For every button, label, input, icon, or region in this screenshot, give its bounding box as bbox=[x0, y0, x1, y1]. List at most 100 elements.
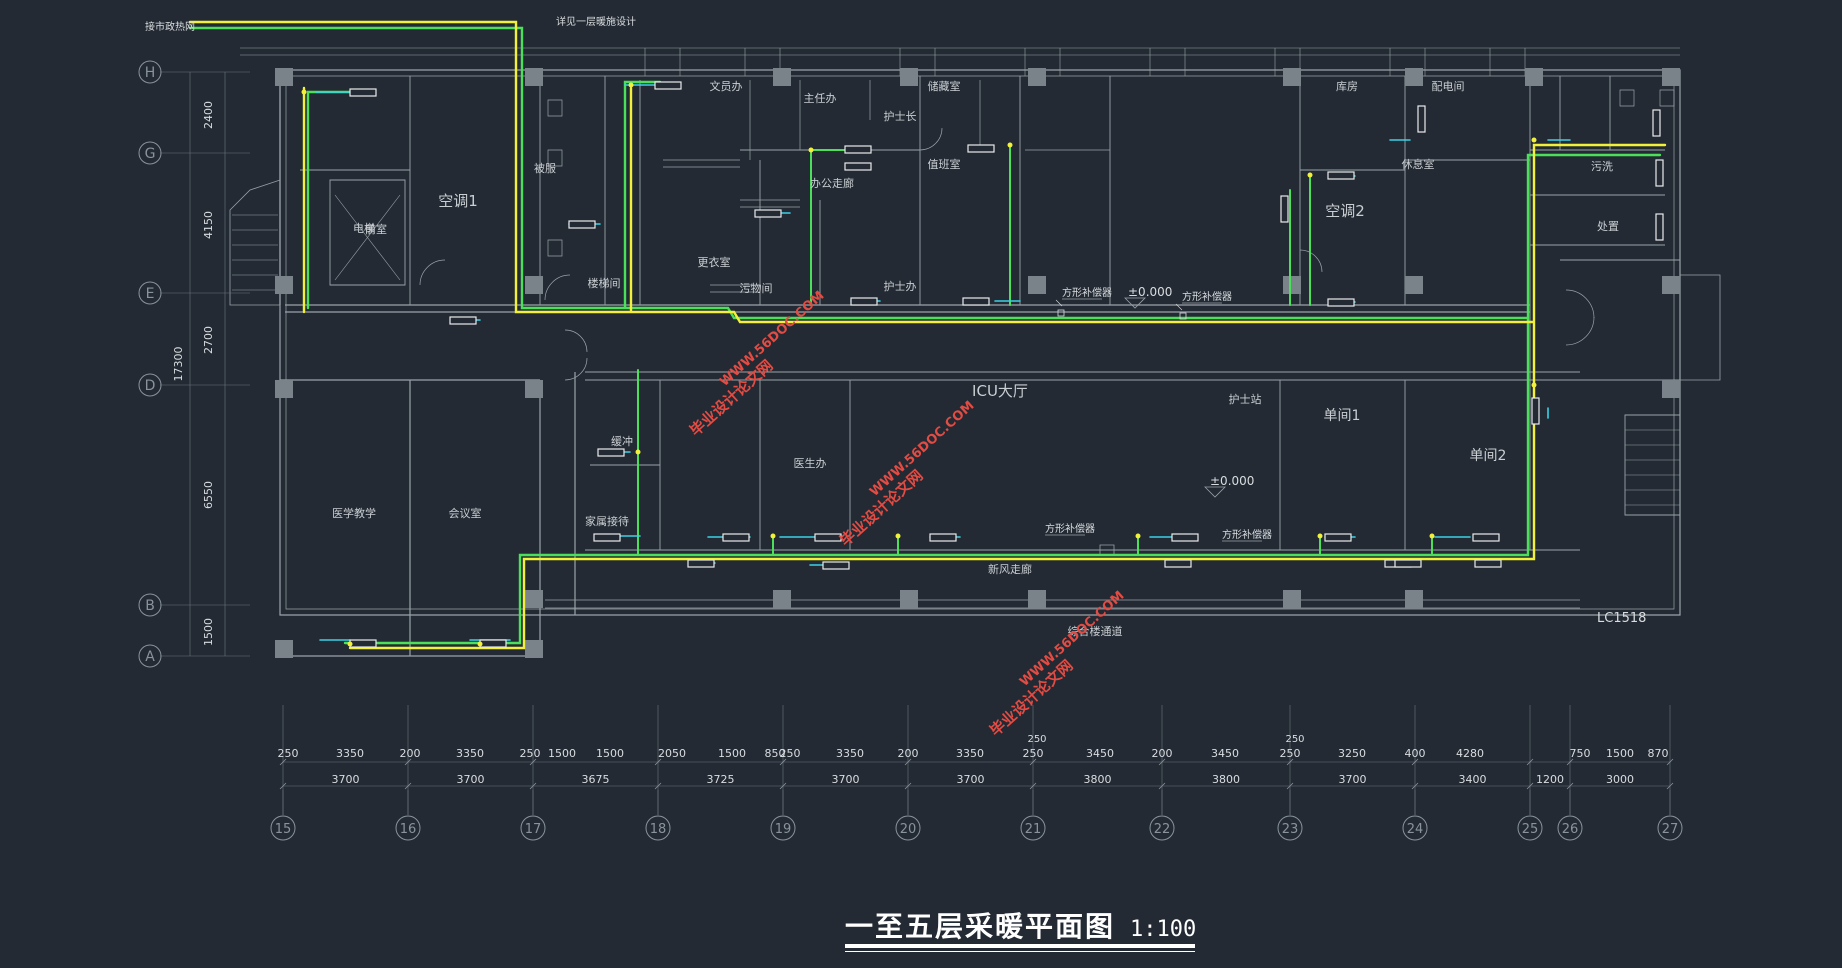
title-underline-thick bbox=[845, 944, 1195, 948]
window-tag: LC1518 bbox=[1597, 611, 1646, 626]
dim-top-value: 2050 bbox=[658, 747, 686, 760]
grid-column-26: 26 bbox=[1557, 790, 1583, 841]
dim-bottom-value: 3675 bbox=[582, 773, 610, 786]
grid-column-label: 20 bbox=[900, 822, 917, 837]
note-municipal-network: 接市政热网 bbox=[145, 20, 195, 33]
dim-top-value: 850 bbox=[765, 747, 786, 760]
grid-column-label: 16 bbox=[400, 822, 417, 837]
room-changing: 更衣室 bbox=[698, 255, 731, 269]
grid-row-B: B bbox=[138, 593, 162, 617]
dim-top-value: 250 bbox=[1023, 747, 1044, 760]
grid-column-label: 23 bbox=[1282, 822, 1299, 837]
pipe-label-expansion-1: 方形补偿器 bbox=[1062, 286, 1112, 299]
grid-column-20: 20 bbox=[895, 790, 921, 841]
dim-bottom-value: 3700 bbox=[1339, 773, 1367, 786]
grid-column-18: 18 bbox=[645, 790, 671, 841]
dim-bottom-value: 1200 bbox=[1536, 773, 1564, 786]
room-family-reception: 家属接待 bbox=[585, 514, 629, 528]
dim-top-value: 250 bbox=[278, 747, 299, 760]
grid-row-label: D bbox=[145, 378, 156, 394]
pipe-label-expansion-3: 方形补偿器 bbox=[1045, 522, 1095, 535]
watermark-url-2: WWW.56DOC.COM bbox=[867, 398, 977, 499]
dim-bottom-value: 3725 bbox=[707, 773, 735, 786]
room-icu-hall: ICU大厅 bbox=[972, 382, 1028, 400]
dim-top-value: 200 bbox=[1152, 747, 1173, 760]
grid-column-19: 19 bbox=[770, 790, 796, 841]
dim-top-value: 3350 bbox=[456, 747, 484, 760]
room-buffer: 缓冲 bbox=[611, 434, 633, 448]
watermark-url-1: WWW.56DOC.COM bbox=[717, 288, 827, 389]
row-dim-2: 4150 bbox=[202, 211, 215, 239]
room-rest: 休息室 bbox=[1402, 157, 1435, 171]
room-air-conditioning-2: 空调2 bbox=[1325, 202, 1365, 220]
grid-column-16: 16 bbox=[395, 790, 421, 841]
room-bedding: 被服 bbox=[534, 162, 556, 175]
room-clerk-office: 文员办 bbox=[710, 79, 743, 93]
dim-top-value: 1500 bbox=[1606, 747, 1634, 760]
dim-top-value: 250 bbox=[520, 747, 541, 760]
room-director-office: 主任办 bbox=[804, 92, 837, 105]
grid-column-25: 25 bbox=[1517, 790, 1543, 841]
dim-bottom-value: 3000 bbox=[1606, 773, 1634, 786]
grid-column-label: 27 bbox=[1662, 822, 1679, 837]
room-doctor-office: 医生办 bbox=[794, 456, 827, 470]
room-complex-passage: 综合楼通道 bbox=[1068, 624, 1123, 638]
dim-bottom-value: 3700 bbox=[457, 773, 485, 786]
room-meeting: 会议室 bbox=[449, 506, 482, 520]
room-fresh-air-corridor: 新风走廊 bbox=[988, 562, 1032, 576]
grid-row-label: B bbox=[145, 598, 155, 614]
room-nurse-office: 护士办 bbox=[884, 279, 917, 293]
dim-extra-value: 250 bbox=[1027, 734, 1046, 745]
dim-bottom-value: 3700 bbox=[957, 773, 985, 786]
room-teaching: 医学教学 bbox=[332, 506, 376, 520]
room-disposal: 处置 bbox=[1597, 220, 1619, 233]
dim-top-value: 1500 bbox=[596, 747, 624, 760]
grid-column-label: 19 bbox=[775, 822, 792, 837]
grid-column-27: 27 bbox=[1657, 790, 1683, 841]
grid-row-G: G bbox=[138, 141, 162, 165]
dim-extra-value: 250 bbox=[1285, 734, 1304, 745]
room-air-conditioning-1: 空调1 bbox=[438, 192, 478, 210]
room-soiled: 污物间 bbox=[740, 281, 773, 295]
grid-column-label: 21 bbox=[1025, 822, 1042, 837]
pipe-label-expansion-4: 方形补偿器 bbox=[1222, 528, 1272, 541]
drawing-scale: 1:100 bbox=[1130, 917, 1197, 942]
grid-column-24: 24 bbox=[1402, 790, 1428, 841]
dim-top-value: 250 bbox=[1280, 747, 1301, 760]
row-dim-5: 1500 bbox=[202, 618, 215, 646]
drawing-title-block: 一至五层采暖平面图 1:100 bbox=[845, 905, 1215, 955]
room-office-corridor: 办公走廊 bbox=[810, 176, 854, 190]
dim-top-value: 250 bbox=[780, 747, 801, 760]
grid-row-label: G bbox=[145, 146, 156, 162]
dim-bottom-value: 3700 bbox=[832, 773, 860, 786]
dim-top-value: 1500 bbox=[718, 747, 746, 760]
row-dim-4: 6550 bbox=[202, 481, 215, 509]
dim-bottom-value: 3800 bbox=[1212, 773, 1240, 786]
dim-top-value: 200 bbox=[898, 747, 919, 760]
dim-top-value: 3450 bbox=[1086, 747, 1114, 760]
grid-column-21: 21 bbox=[1020, 790, 1046, 841]
dim-top-value: 3450 bbox=[1211, 747, 1239, 760]
grid-column-label: 17 bbox=[525, 822, 542, 837]
room-washing: 污洗 bbox=[1591, 160, 1613, 173]
room-anteroom: 前室 bbox=[365, 222, 387, 236]
grid-column-17: 17 bbox=[520, 790, 546, 841]
grid-row-label: A bbox=[145, 649, 155, 665]
overall-vertical-dim: 17300 bbox=[172, 347, 185, 382]
room-stairwell: 楼梯间 bbox=[588, 276, 621, 290]
grid-column-label: 25 bbox=[1522, 822, 1539, 837]
dim-top-value: 3250 bbox=[1338, 747, 1366, 760]
dim-top-value: 400 bbox=[1405, 747, 1426, 760]
grid-column-15: 15 bbox=[270, 790, 296, 841]
title-underline-thin bbox=[845, 951, 1195, 952]
grid-row-A: A bbox=[138, 644, 162, 668]
grid-column-label: 26 bbox=[1562, 822, 1579, 837]
room-elevator: 电梯 bbox=[353, 222, 375, 235]
grid-row-label: E bbox=[146, 286, 155, 302]
grid-column-23: 23 bbox=[1277, 790, 1303, 841]
grid-row-H: H bbox=[138, 60, 162, 84]
room-storeroom: 储藏室 bbox=[928, 79, 961, 93]
grid-row-D: D bbox=[138, 373, 162, 397]
